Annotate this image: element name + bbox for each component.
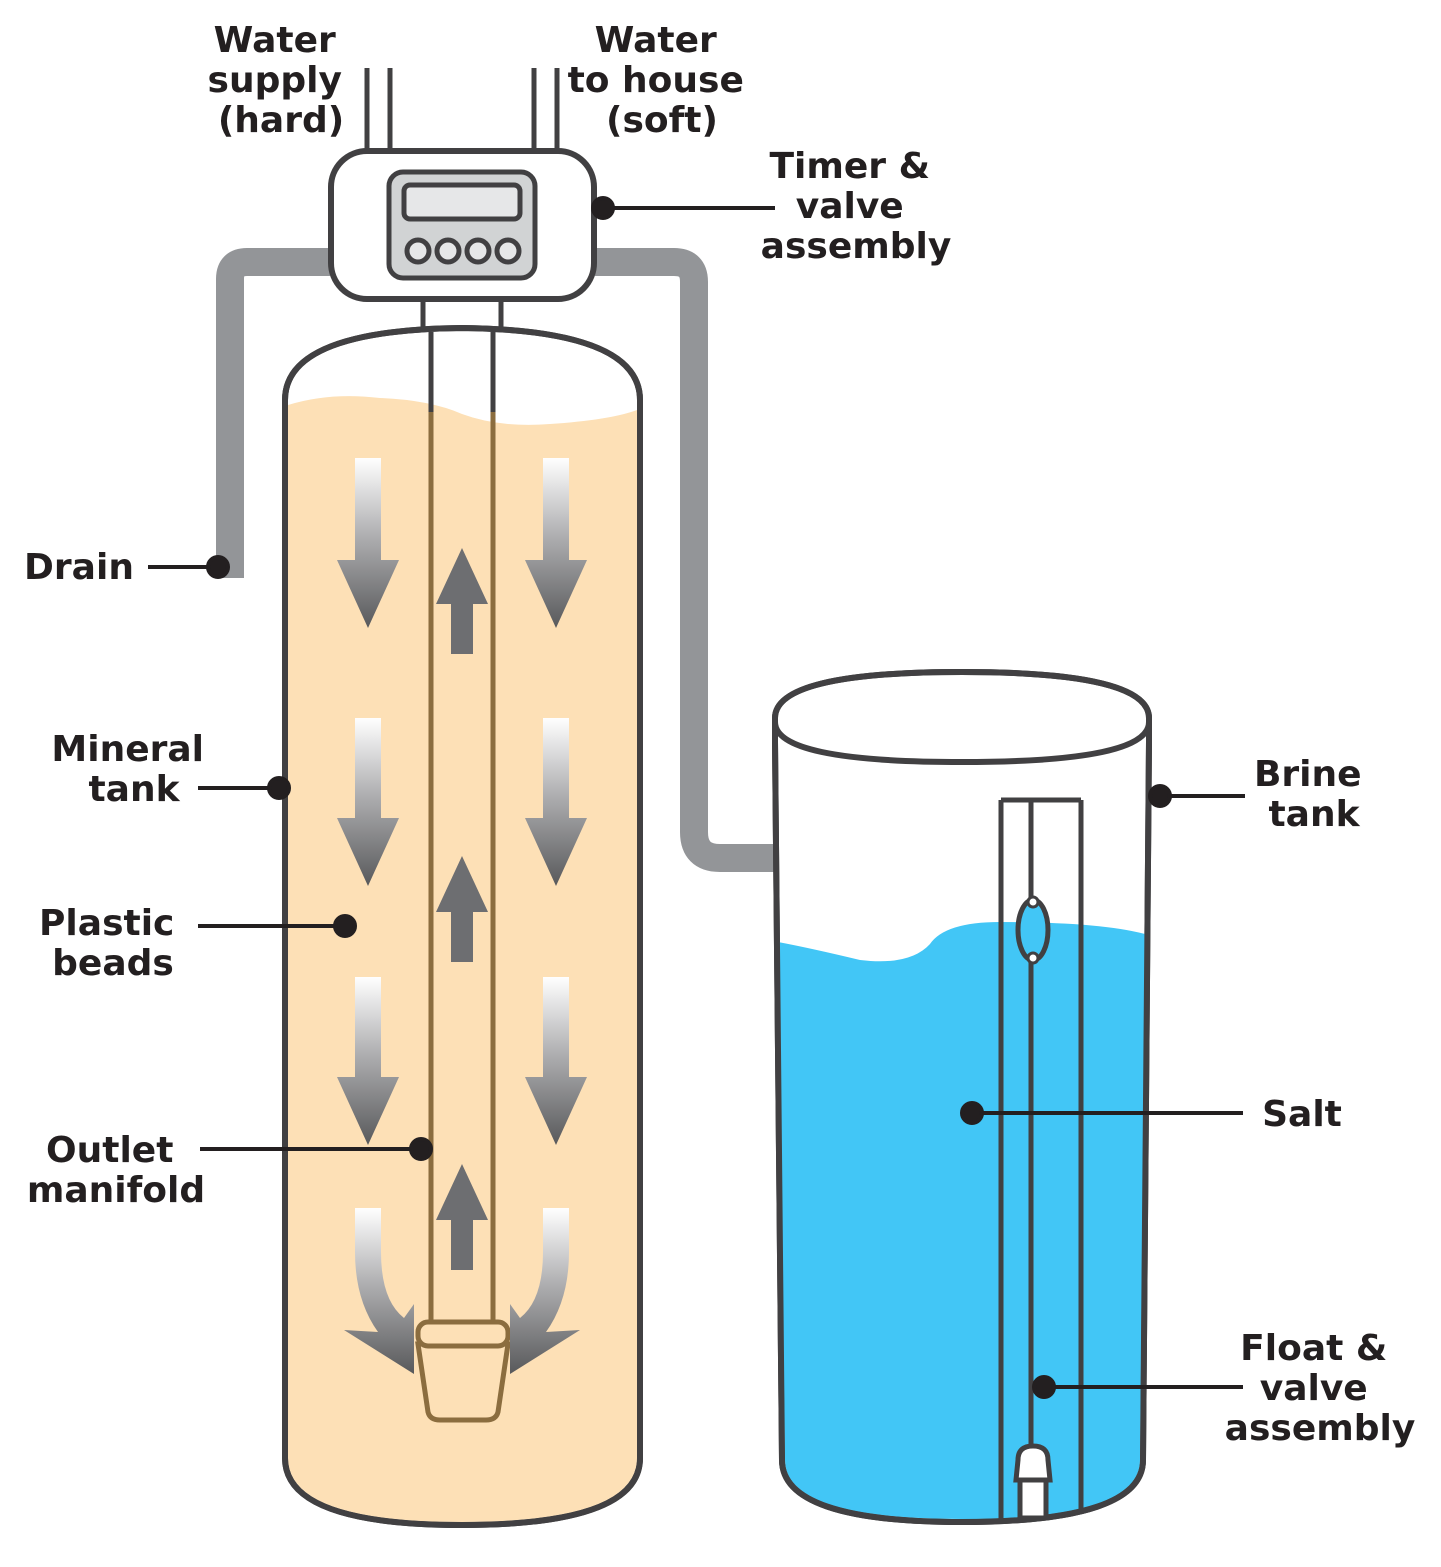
arrow-down-icon (337, 977, 399, 1145)
leader-dot (333, 914, 357, 938)
arrow-down-icon (337, 718, 399, 886)
air-check-valve-stem (1017, 1477, 1049, 1521)
leader-dot (267, 776, 291, 800)
mineral-tank-outline (282, 324, 643, 1529)
brine-line-pipe (595, 248, 778, 872)
outlet-pipe (531, 68, 560, 152)
arrow-curve-left-icon (344, 1208, 414, 1374)
label-outlet-manifold: Outlet manifold (27, 1130, 205, 1211)
control-button (404, 237, 432, 265)
float-stem-cap (1026, 951, 1040, 965)
label-plastic-beads: Plastic beads (39, 903, 187, 984)
inlet-pipe (364, 68, 393, 152)
outlet-manifold (415, 332, 511, 1423)
label-timer-valve: Timer & valve assembly (761, 146, 952, 267)
control-button (494, 237, 522, 265)
arrow-curve-right-icon (510, 1208, 580, 1374)
display-screen (401, 182, 523, 222)
pipes (216, 68, 778, 872)
distributor-basket (415, 1341, 511, 1423)
label-salt: Salt (1262, 1094, 1342, 1135)
label-brine-tank: Brine tank (1254, 754, 1374, 835)
leader-dot (409, 1137, 433, 1161)
brine-water (778, 922, 1145, 1519)
label-drain: Drain (24, 547, 134, 588)
label-water-to-house: Water to house (soft) (568, 20, 757, 141)
arrow-down-icon (525, 458, 587, 628)
brine-tank (772, 668, 1152, 1526)
arrow-down-icon (525, 977, 587, 1145)
air-check-valve (1013, 1443, 1053, 1483)
arrow-up-icon (436, 856, 488, 962)
leaders (148, 196, 1245, 1399)
brine-tank-outline (772, 668, 1152, 1526)
leader-dot (960, 1101, 984, 1125)
control-button (434, 237, 462, 265)
arrow-down-icon (337, 458, 399, 628)
drain-pipe (216, 248, 330, 578)
label-float-valve: Float & valve assembly (1225, 1328, 1416, 1449)
flow-arrows (337, 458, 587, 1374)
arrow-up-icon (436, 548, 488, 654)
label-mineral-tank: Mineral tank (51, 729, 216, 810)
arrow-up-icon (436, 1164, 488, 1270)
control-head (328, 148, 597, 302)
leader-dot (206, 555, 230, 579)
label-water-supply: Water supply (hard) (208, 20, 355, 141)
head-connector (420, 298, 504, 332)
leader-dot (591, 196, 615, 220)
control-button (464, 237, 492, 265)
arrow-down-icon (525, 718, 587, 886)
brine-tank-lid-line (772, 721, 1152, 766)
leader-dot (1032, 1375, 1056, 1399)
leader-dot (1148, 784, 1172, 808)
distributor-collar (415, 1319, 511, 1349)
float-stem-cap (1026, 895, 1040, 909)
float (1015, 897, 1051, 963)
mineral-tank (282, 324, 643, 1529)
labels: Water supply (hard) Water to house (soft… (24, 20, 1415, 1449)
